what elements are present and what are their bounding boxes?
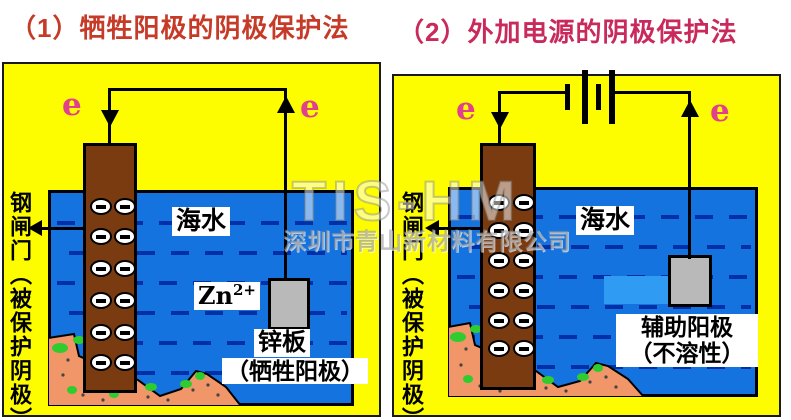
battery-short-bar-icon: [596, 84, 601, 110]
negative-charge-icon: [488, 282, 510, 299]
panel2-steel-gate-electrode: [480, 143, 536, 390]
zinc-plate-label: 锌板: [254, 329, 310, 357]
circuit-wire: [615, 91, 691, 94]
negative-charge-icon: [90, 228, 112, 245]
auxiliary-anode-note: （不溶性）: [629, 340, 745, 367]
electron-flow-up-arrow-icon: [681, 100, 699, 117]
battery-short-bar-icon: [565, 84, 570, 110]
negative-charge-icon: [114, 260, 136, 277]
negative-charge-icon: [513, 194, 535, 211]
gate-pointer-arrowhead-icon: [425, 220, 439, 236]
electron-flow-down-arrow-icon: [101, 110, 119, 127]
negative-charge-icon: [90, 292, 112, 309]
negative-charge-icon: [513, 312, 535, 329]
gate-pointer-arrowhead-icon: [28, 220, 42, 236]
negative-charge-icon: [513, 282, 535, 299]
negative-charge-icon: [114, 324, 136, 341]
seawater-label: 海水: [576, 206, 635, 235]
panel1-title: （1）牺牲阳极的阴极保护法: [10, 13, 350, 43]
electron-label: e: [300, 89, 320, 125]
negative-charge-icon: [114, 198, 136, 215]
electron-flow-up-arrow-icon: [277, 96, 295, 113]
negative-charge-icon: [114, 292, 136, 309]
negative-charge-icon: [513, 222, 535, 239]
circuit-wire: [500, 91, 565, 94]
zinc-ion-label: Zn2+: [194, 281, 260, 310]
electron-flow-down-arrow-icon: [491, 112, 509, 129]
negative-charge-icon: [488, 312, 510, 329]
circuit-wire: [688, 91, 691, 259]
steel-gate-label: 钢闸门（被保护阴极）: [7, 191, 32, 420]
water-dash-row: [469, 245, 751, 249]
battery-long-bar-icon: [582, 70, 588, 124]
electron-label: e: [62, 87, 82, 123]
battery-long-bar-icon: [609, 70, 615, 124]
negative-charge-icon: [488, 194, 510, 211]
zinc-plate: [268, 278, 310, 330]
negative-charge-icon: [90, 354, 112, 371]
negative-charge-icon: [488, 340, 510, 357]
negative-charge-icon: [488, 252, 510, 269]
negative-charge-icon: [114, 228, 136, 245]
seawater-label: 海水: [172, 207, 231, 236]
zinc-ion-base: Zn: [198, 281, 233, 310]
water-dash-row: [69, 311, 347, 315]
gate-pointer-line: [40, 227, 83, 230]
steel-gate-label: 钢闸门（被保护阴极）: [399, 191, 424, 420]
electron-label: e: [456, 91, 476, 127]
negative-charge-icon: [114, 354, 136, 371]
zinc-ion-charge: 2+: [232, 281, 256, 299]
auxiliary-anode-name: 辅助阳极: [641, 314, 733, 340]
circuit-wire: [284, 88, 287, 280]
circuit-wire: [108, 88, 287, 91]
auxiliary-anode-block: [668, 255, 712, 307]
electron-label: e: [710, 93, 730, 129]
panel1-steel-gate-electrode: [83, 143, 137, 393]
sacrificial-anode-note: （牺牲阳极）: [222, 358, 368, 385]
negative-charge-icon: [513, 340, 535, 357]
water-dash-row: [469, 305, 751, 309]
auxiliary-anode-label: 辅助阳极 （不溶性）: [616, 314, 758, 367]
panel2-title: （2）外加电源的阴极保护法: [398, 17, 738, 47]
gate-pointer-line: [437, 227, 480, 230]
negative-charge-icon: [90, 198, 112, 215]
water-dash-row: [69, 251, 347, 255]
negative-charge-icon: [90, 260, 112, 277]
negative-charge-icon: [488, 222, 510, 239]
negative-charge-icon: [90, 324, 112, 341]
water-light-patch: [604, 276, 670, 304]
negative-charge-icon: [513, 252, 535, 269]
